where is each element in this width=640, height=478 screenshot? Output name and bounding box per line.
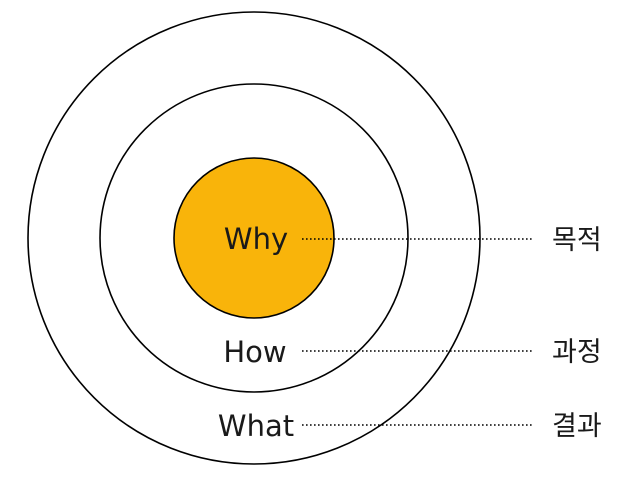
meaning-what: 결과 bbox=[552, 411, 602, 442]
inner-circle-why bbox=[173, 157, 335, 319]
outer-ring-what bbox=[27, 11, 481, 465]
meaning-how: 과정 bbox=[552, 337, 602, 368]
label-why: Why bbox=[224, 222, 288, 256]
label-how: How bbox=[223, 335, 286, 369]
meaning-why: 목적 bbox=[552, 225, 602, 256]
label-what: What bbox=[218, 409, 294, 443]
middle-ring-how bbox=[99, 83, 409, 393]
